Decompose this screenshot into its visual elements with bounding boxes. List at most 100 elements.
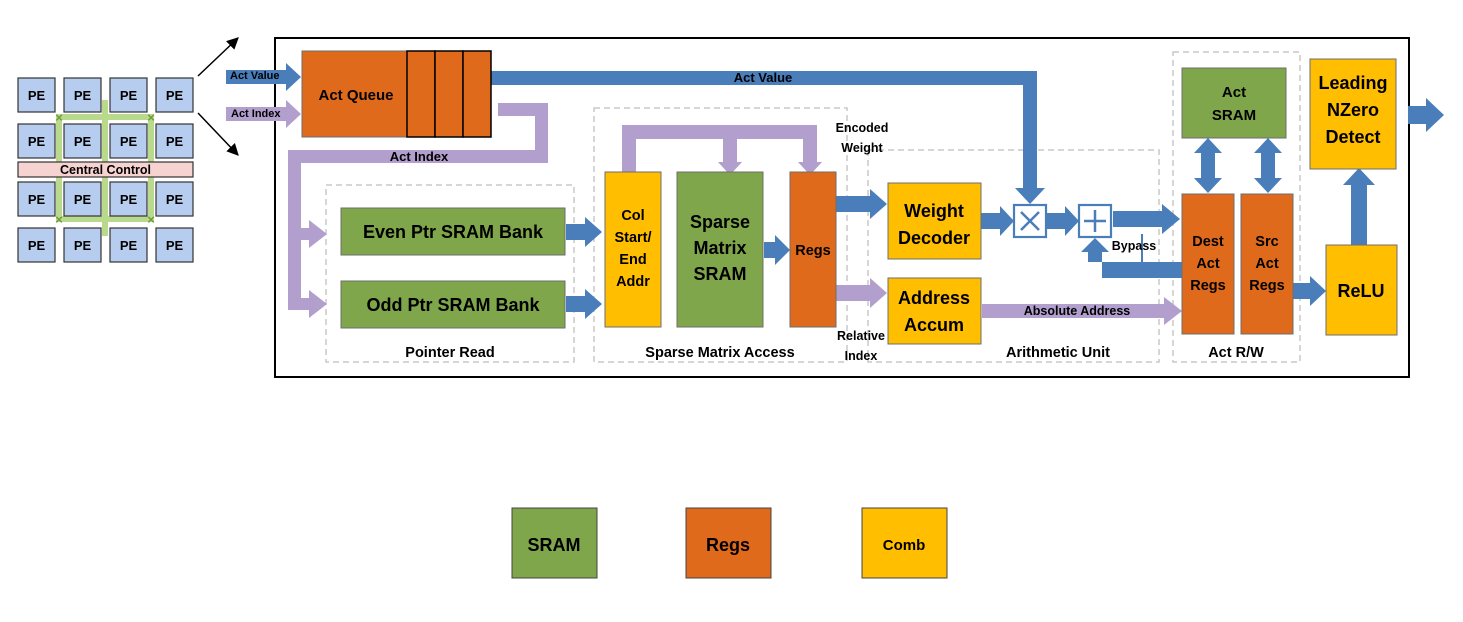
pe-label: PE [28,134,46,149]
weight-decoder-line: Decoder [898,228,970,248]
regs-label: Regs [795,243,830,259]
encoded-weight-label: Weight [841,141,883,155]
relative-index-label: Index [845,349,878,363]
legend-swatch-regs [685,507,772,579]
stage-box-arithmetic [867,149,1160,363]
stage-label-act-rw: Act R/W [1208,345,1264,361]
act-value-input-label: Act Value [230,70,280,82]
src-regs-line: Regs [1249,278,1284,294]
legend-swatch-sram [511,507,598,579]
address-accum-line: Accum [904,315,964,335]
relu-label: ReLU [1337,281,1384,301]
act-index-to-odd-arrow [288,240,327,318]
act-value-bus [490,71,1045,204]
encoded-weight-label: Encoded [836,121,889,135]
even-ptr-sram-bank [340,207,566,256]
pe-detail-frame [274,37,1410,378]
pe-label: PE [166,134,184,149]
pe-cell [155,123,194,159]
dest-regs-line: Regs [1190,278,1225,294]
dest-regs-line: Dest [1192,234,1224,250]
even-ptr-label: Even Ptr SRAM Bank [363,222,544,242]
zoom-line-bottom [197,112,239,156]
act-queue-slot [434,50,464,138]
legend-label-sram: SRAM [528,535,581,555]
relative-index-label: Relative [837,329,885,343]
address-accum [887,277,982,345]
dest-act-regs [1181,193,1235,335]
multiply-icon [1020,211,1040,231]
src-to-relu-arrow [1293,276,1326,306]
col-start-end-addr [604,171,662,328]
act-index-bus [288,103,548,248]
stage-box-sparse-access [593,107,848,363]
stage-label-arithmetic: Arithmetic Unit [1006,345,1110,361]
act-sram-line: Act [1222,84,1246,101]
add-to-dest-arrow [1113,204,1180,234]
pe-cell [63,123,102,159]
act-queue-label: Act Queue [318,87,393,104]
col-addr-line: End [619,252,646,268]
pe-label: PE [166,192,184,207]
sparse-matrix-sram [676,171,764,328]
pe-cell [109,123,148,159]
pe-cell [63,77,102,113]
zoom-line-top [197,37,239,77]
nzero-line: NZero [1327,100,1379,120]
col-addr-line: Col [621,208,644,224]
decoder-to-mult-arrow [981,206,1014,236]
col-feedback-loop [622,125,822,175]
interconnect-node: × [147,110,155,125]
act-sram [1181,67,1287,139]
interconnect-node: × [55,110,63,125]
pe-cell [109,227,148,263]
odd-to-col-arrow [566,289,602,319]
act-index-bus-label: Act Index [390,149,449,164]
pe-row-4: PE PE PE PE [17,227,194,263]
absolute-address-label: Absolute Address [1024,304,1131,318]
odd-ptr-sram-bank [340,280,566,329]
act-sram-line: SRAM [1212,107,1256,124]
pe-cell [63,181,102,217]
stage-box-act-rw [1172,51,1301,363]
encoded-weight-arrow [836,189,887,219]
pe-label: PE [28,192,46,207]
pe-cell [155,77,194,113]
pe-label: PE [74,192,92,207]
output-arrow [1408,98,1444,132]
dest-regs-line: Act [1196,256,1220,272]
pe-cell [109,77,148,113]
legend-label-regs: Regs [706,535,750,555]
pe-label: PE [120,88,138,103]
act-queue: Act Queue [301,50,492,138]
interconnect-node: × [55,212,63,227]
pe-label: PE [74,88,92,103]
pe-row-3: PE PE PE PE [17,181,194,217]
interconnect-node: × [147,212,155,227]
nzero-line: Leading [1318,73,1387,93]
stage-label-pointer-read: Pointer Read [405,345,494,361]
pe-label: PE [74,238,92,253]
pe-label: PE [28,238,46,253]
pe-label: PE [166,88,184,103]
bypass-arrow [1136,234,1148,271]
pe-label: PE [74,134,92,149]
pe-label: PE [120,134,138,149]
weight-decoder [887,182,982,260]
regs-block [789,171,837,328]
src-act-regs [1240,193,1294,335]
nzero-line: Detect [1325,127,1380,147]
sparse-to-regs-arrow [764,235,790,265]
sram-src-double-arrow [1254,138,1282,193]
plus-icon [1084,210,1106,232]
legend-swatch-comb [861,507,948,579]
stage-box-pointer-read [325,184,575,363]
legend: SRAM Regs Comb [511,507,948,579]
pe-cell [109,181,148,217]
bypass-label: Bypass [1112,239,1157,253]
pe-cell [17,227,56,263]
relative-index-arrow [836,278,887,308]
sparse-sram-line: Sparse [690,212,750,232]
mult-to-add-arrow [1047,206,1079,236]
